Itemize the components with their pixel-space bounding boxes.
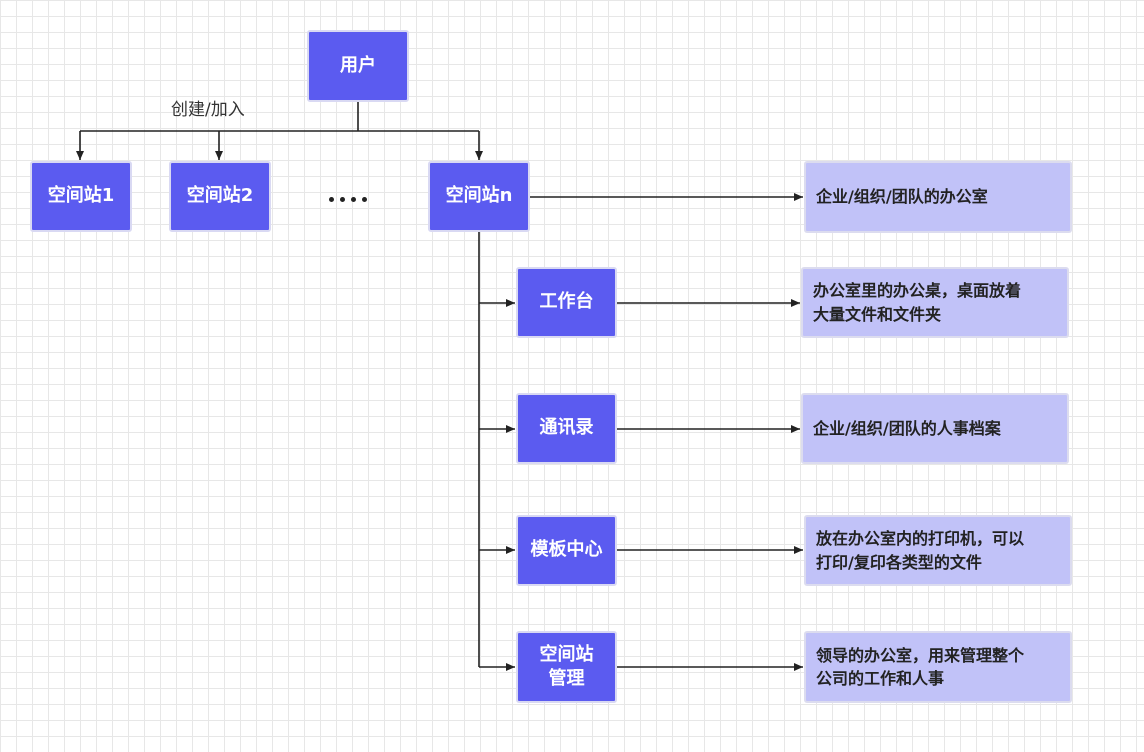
node-station-1[interactable]: 空间站1: [30, 161, 132, 232]
ellipsis-dot: [340, 197, 345, 202]
desc-station-n: 企业/组织/团队的办公室: [804, 161, 1072, 233]
ellipsis-dot: [362, 197, 367, 202]
desc-contacts: 企业/组织/团队的人事档案: [801, 393, 1069, 464]
ellipsis-dot: [351, 197, 356, 202]
node-station-n[interactable]: 空间站n: [428, 161, 530, 232]
ellipsis-dot: [329, 197, 334, 202]
node-user[interactable]: 用户: [307, 30, 409, 102]
node-templates[interactable]: 模板中心: [516, 515, 617, 586]
node-station-admin[interactable]: 空间站 管理: [516, 631, 617, 703]
node-station-2[interactable]: 空间站2: [169, 161, 271, 232]
edge-label-create-join: 创建/加入: [171, 100, 245, 120]
node-workbench[interactable]: 工作台: [516, 267, 617, 338]
ellipsis-dots: [329, 197, 367, 202]
desc-station-admin: 领导的办公室，用来管理整个 公司的工作和人事: [804, 631, 1072, 703]
node-contacts[interactable]: 通讯录: [516, 393, 617, 464]
desc-workbench: 办公室里的办公桌，桌面放着 大量文件和文件夹: [801, 267, 1069, 338]
desc-templates: 放在办公室内的打印机，可以 打印/复印各类型的文件: [804, 515, 1072, 586]
